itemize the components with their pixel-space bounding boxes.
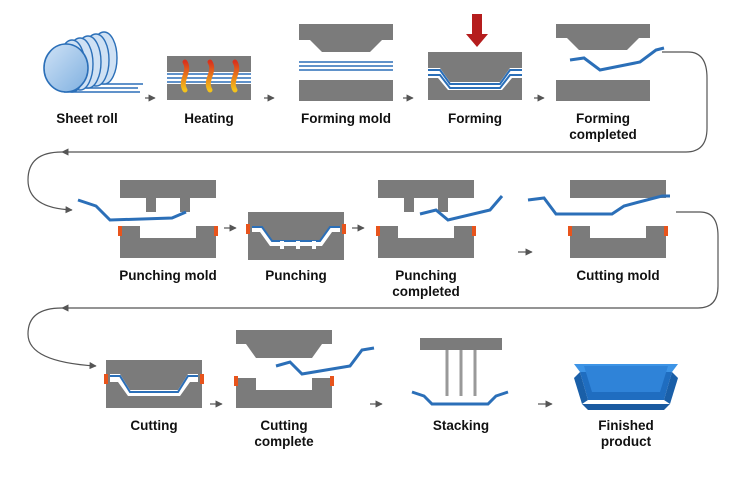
label-stacking: Stacking — [433, 418, 489, 433]
cut-part-icon — [234, 330, 375, 408]
label-finished-product-1: Finished — [598, 418, 654, 433]
label-forming-completed-2: completed — [569, 127, 637, 142]
finished-tray-icon — [574, 364, 678, 410]
cutting-mold-icon — [527, 180, 670, 258]
punched-part-icon — [376, 180, 504, 258]
label-heating: Heating — [184, 111, 234, 126]
label-cutting-complete-2: complete — [254, 434, 314, 449]
step-labels: Sheet roll Heating Forming mold Forming … — [56, 111, 659, 449]
forming-press-icon — [428, 14, 522, 100]
heater-icon — [167, 56, 251, 100]
forming-mold-icon — [299, 24, 393, 101]
label-forming-mold: Forming mold — [301, 111, 391, 126]
label-punching: Punching — [265, 268, 327, 283]
label-sheet-roll: Sheet roll — [56, 111, 118, 126]
label-cutting-mold: Cutting mold — [576, 268, 659, 283]
label-finished-product-2: product — [601, 434, 652, 449]
label-forming-completed-1: Forming — [576, 111, 630, 126]
sheet-roll-icon — [43, 31, 143, 93]
stacker-icon — [411, 338, 509, 406]
label-punching-completed-2: completed — [392, 284, 460, 299]
label-cutting-complete-1: Cutting — [260, 418, 307, 433]
punching-mold-icon — [77, 180, 218, 258]
label-cutting: Cutting — [130, 418, 177, 433]
label-punching-mold: Punching mold — [119, 268, 217, 283]
label-forming: Forming — [448, 111, 502, 126]
cutting-press-icon — [104, 360, 204, 408]
label-punching-completed-1: Punching — [395, 268, 457, 283]
flow-connectors — [27, 51, 719, 408]
press-down-arrow-icon — [466, 14, 488, 47]
punching-press-icon — [246, 212, 346, 260]
formed-part-icon — [556, 24, 665, 101]
